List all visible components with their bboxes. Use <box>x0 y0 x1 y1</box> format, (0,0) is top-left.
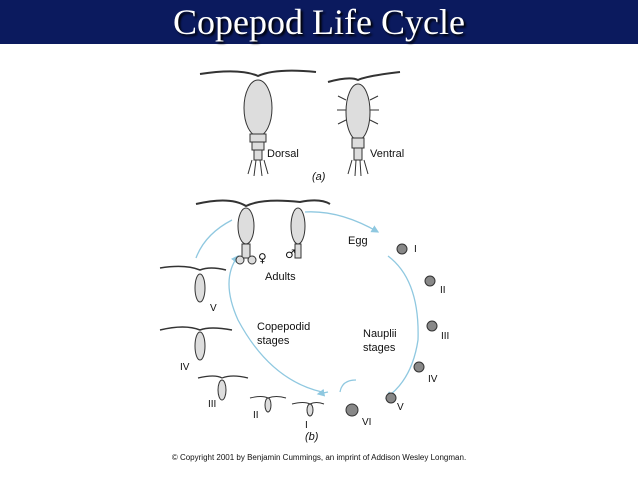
nauplius-larvae <box>345 243 438 417</box>
copepodid-label-line2: stages <box>257 335 290 347</box>
panel-a-caption: (a) <box>312 171 326 183</box>
egg-label: Egg <box>348 235 368 247</box>
nauplii-stage-numerals: I II III IV V VI <box>362 244 449 428</box>
copepod-ventral-view <box>327 71 401 177</box>
copepodid-label-line1: Copepodid <box>257 321 310 333</box>
outer-arc <box>195 219 233 259</box>
panel-b-caption: (b) <box>305 431 319 443</box>
nauplius-stage-1: I <box>414 244 417 255</box>
copepodid-stage-2: II <box>253 410 259 421</box>
nauplius-stage-4: IV <box>428 374 438 385</box>
copepodid-juveniles <box>159 265 325 417</box>
copyright-notice: © Copyright 2001 by Benjamin Cummings, a… <box>171 453 467 462</box>
nauplii-label-line1: Nauplii <box>363 328 397 340</box>
ventral-label: Ventral <box>370 148 404 160</box>
nauplius-stage-5: V <box>397 402 404 413</box>
copepodid-stage-1: I <box>305 420 308 431</box>
adult-copepods <box>195 199 331 265</box>
male-symbol: ♂ <box>285 247 296 261</box>
copepod-dorsal-view <box>199 69 317 177</box>
nauplius-stage-3: III <box>441 331 449 342</box>
title-bar <box>0 0 638 44</box>
copepodid-stage-3: III <box>208 399 216 410</box>
dorsal-label: Dorsal <box>267 148 299 160</box>
copepodid-stage-5: V <box>210 303 217 314</box>
nauplii-to-copepodid-arrow <box>339 379 357 393</box>
slide-title: Copepod Life Cycle <box>173 2 465 42</box>
adults-label: Adults <box>265 271 296 283</box>
copepodid-arc <box>228 254 323 393</box>
nauplius-stage-2: II <box>440 285 446 296</box>
adult-to-egg-arrow <box>304 211 380 233</box>
copepodid-stage-numerals: I II III IV V <box>180 303 308 431</box>
female-symbol: ♀ <box>258 251 267 265</box>
life-cycle-figure: Dorsal Ventral (a) ♀ ♂ Adults Egg I II I… <box>159 69 449 443</box>
nauplius-return-arrow <box>316 388 329 397</box>
copepodid-stage-4: IV <box>180 362 190 373</box>
nauplii-arc <box>384 255 419 399</box>
cycle-arrows <box>195 211 419 399</box>
nauplii-label-line2: stages <box>363 342 396 354</box>
nauplius-stage-6: VI <box>362 417 371 428</box>
